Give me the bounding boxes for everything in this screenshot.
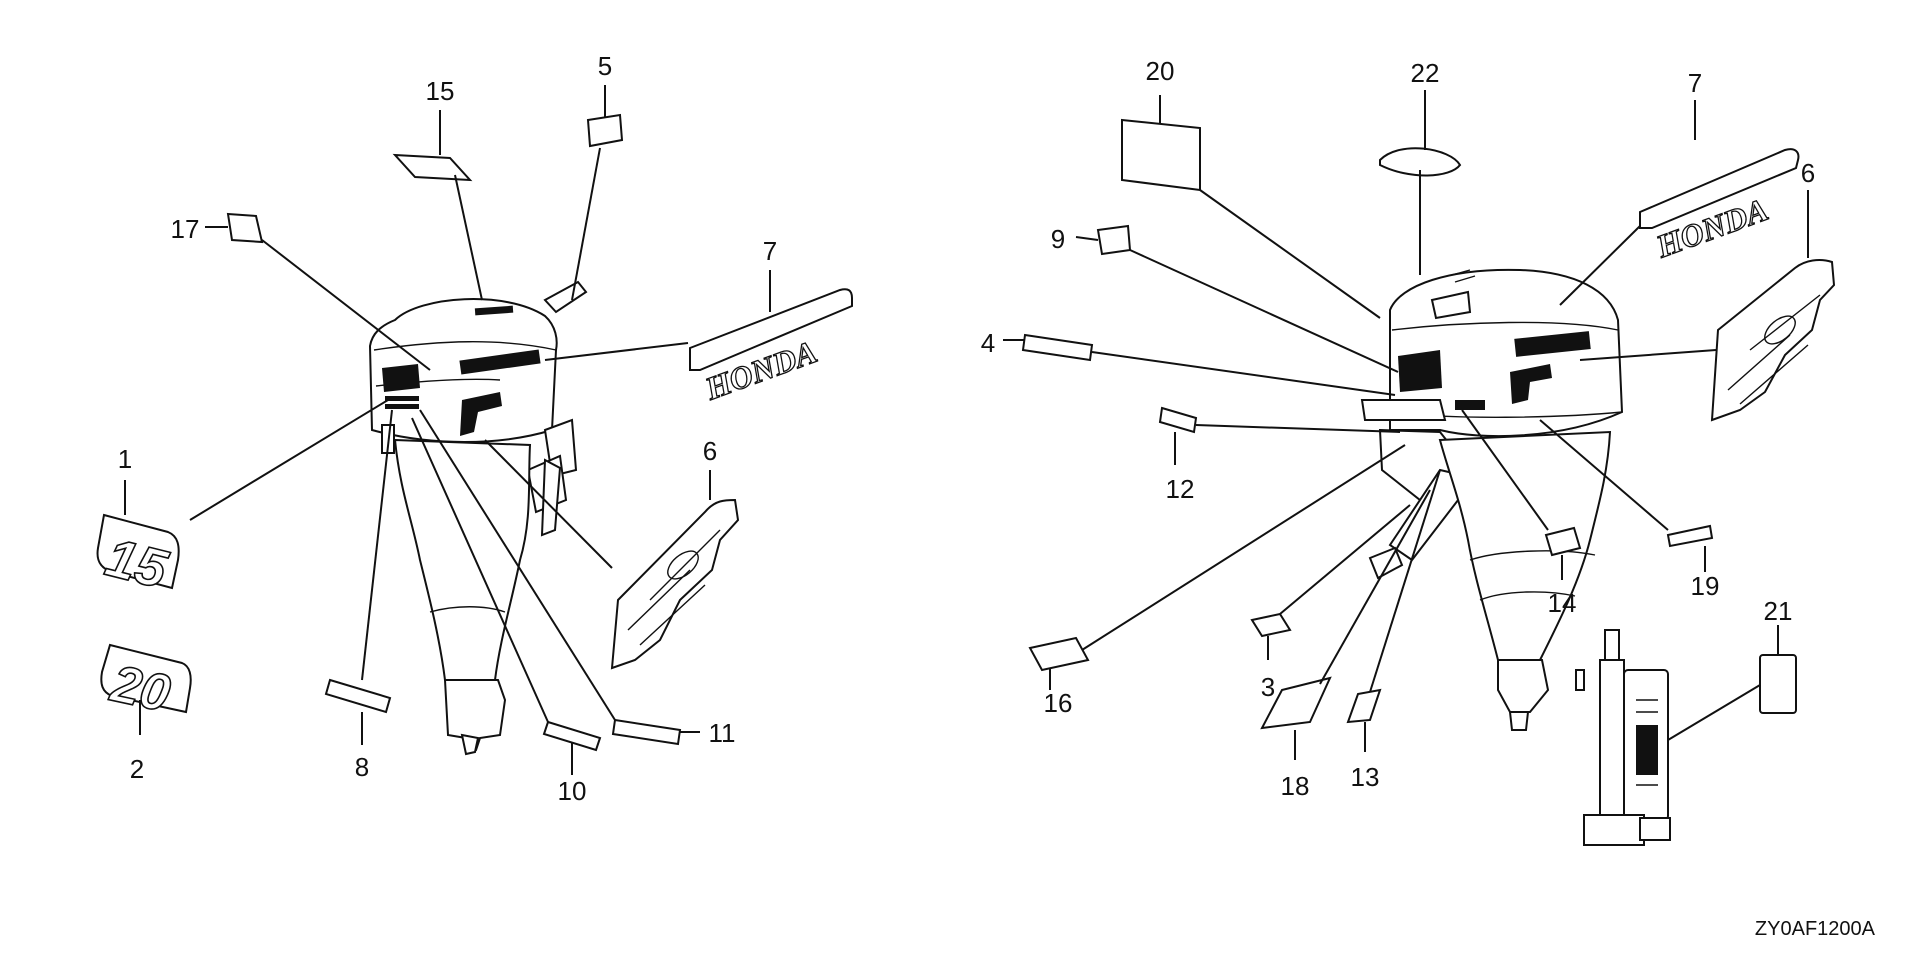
callout-13: 13 — [1351, 762, 1380, 792]
callout-7-left: 7 — [763, 236, 777, 266]
callout-6-right: 6 — [1801, 158, 1815, 188]
callout-18: 18 — [1281, 771, 1310, 801]
right-leader-lines — [1003, 90, 1809, 760]
decal-18 — [1260, 676, 1332, 730]
callout-22: 22 — [1411, 58, 1440, 88]
decal-15-top — [392, 153, 473, 182]
callout-10: 10 — [558, 776, 587, 806]
callout-20: 20 — [1146, 56, 1175, 86]
decal-11 — [611, 718, 682, 746]
decal-honda-right — [1639, 148, 1800, 229]
callout-19: 19 — [1691, 571, 1720, 601]
callout-21: 21 — [1764, 596, 1793, 626]
decal-21 — [1759, 654, 1797, 714]
decal-17 — [226, 212, 264, 244]
callout-1: 1 — [118, 444, 132, 474]
diagram-code: ZY0AF1200A — [1755, 918, 1876, 940]
callout-15: 15 — [426, 76, 455, 106]
cowl-stripe-lower — [460, 392, 502, 436]
callout-5: 5 — [598, 51, 612, 81]
decal-9 — [1096, 224, 1132, 256]
left-outboard-engine — [368, 280, 588, 756]
callout-3: 3 — [1261, 672, 1275, 702]
right-outboard-engine — [1360, 268, 1624, 731]
decal-20 — [100, 643, 192, 714]
callout-2: 2 — [130, 754, 144, 784]
decal-12 — [1158, 406, 1198, 434]
cowl-stripe-upper — [459, 349, 541, 375]
callout-7-right: 7 — [1688, 68, 1702, 98]
decal-22 — [1379, 147, 1462, 177]
decal-15 — [96, 513, 180, 590]
decal-5 — [586, 113, 624, 148]
left-leader-lines — [124, 85, 771, 775]
callout-11: 11 — [709, 718, 736, 748]
rear-vent-grille — [1398, 350, 1442, 392]
decal-3 — [1250, 612, 1292, 638]
decal-honda-left — [689, 288, 853, 371]
callout-16: 16 — [1044, 688, 1073, 718]
callout-17: 17 — [171, 214, 200, 244]
callout-8: 8 — [355, 752, 369, 782]
callout-12: 12 — [1166, 474, 1195, 504]
callout-4: 4 — [981, 328, 995, 358]
decal-4 — [1021, 333, 1094, 362]
callout-9: 9 — [1051, 224, 1065, 254]
decal-14 — [1544, 526, 1582, 557]
callout-6-left: 6 — [703, 436, 717, 466]
decal-19 — [1666, 524, 1714, 548]
decal-13 — [1346, 688, 1382, 724]
callout-14: 14 — [1548, 588, 1577, 618]
decal-16 — [1028, 636, 1090, 672]
decal-8 — [324, 678, 392, 714]
decal-20-large — [1121, 118, 1201, 192]
decal-10 — [542, 720, 602, 752]
callout-labels: 1 2 3 4 5 6 6 7 7 8 9 10 11 12 13 14 15 … — [118, 51, 1815, 806]
decal-6-right — [1710, 259, 1836, 422]
fuel-line-assembly — [1575, 629, 1671, 846]
left-panel-graphic — [382, 364, 420, 392]
